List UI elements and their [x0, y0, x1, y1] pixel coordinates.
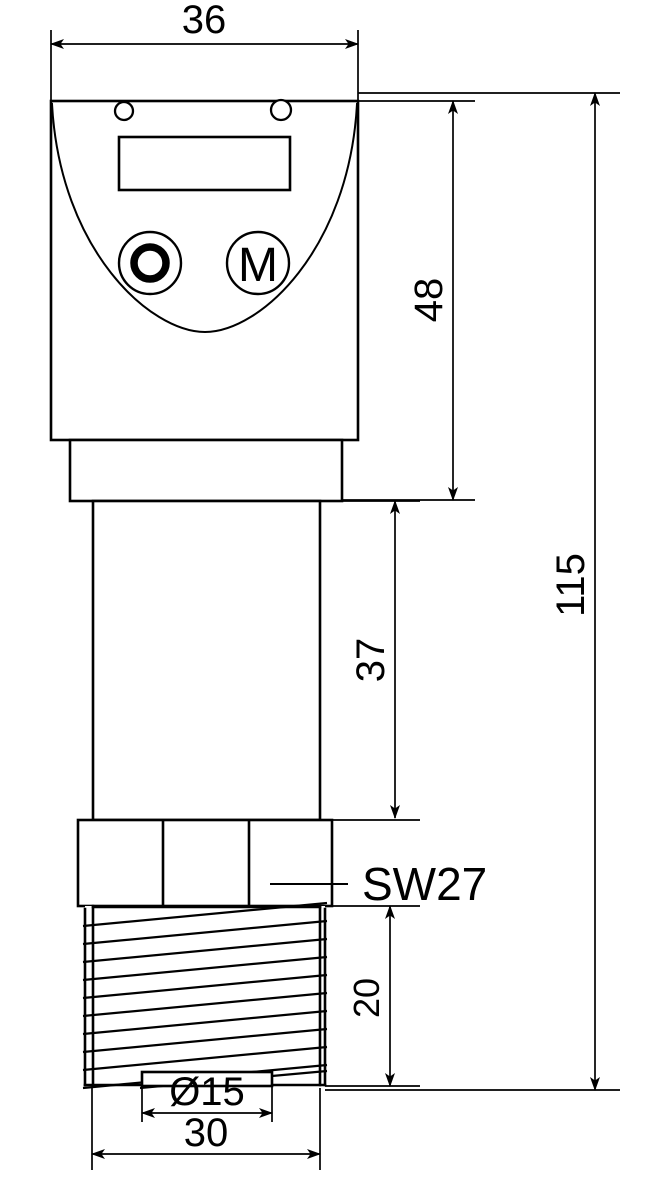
power-button[interactable] — [117, 230, 183, 296]
dimension-label-115: 115 — [549, 553, 593, 617]
annotation-sw27: SW27 — [270, 858, 487, 910]
dimension-bore-diameter: Ø15 — [141, 1070, 273, 1122]
power-button-glyph — [130, 243, 170, 283]
dimension-head-height: 48 — [342, 100, 475, 501]
annotation-label-sw27: SW27 — [362, 858, 487, 910]
threaded-stem — [82, 901, 328, 1090]
dimension-label-30: 30 — [184, 1111, 229, 1155]
mode-button-glyph: M — [238, 239, 278, 292]
dimension-label-37: 37 — [349, 638, 393, 683]
dimension-label-20: 20 — [346, 978, 387, 1018]
mode-button-ring — [225, 230, 291, 296]
bore-opening — [140, 1070, 274, 1088]
dimension-width-top: 36 — [50, 0, 359, 100]
hex-nut — [76, 818, 334, 908]
mounting-hole-left-icon — [113, 100, 135, 122]
display-window — [117, 135, 292, 192]
power-button-ring — [117, 230, 183, 296]
dimension-label-bore: Ø15 — [169, 1070, 245, 1114]
dimension-label-36: 36 — [182, 0, 227, 42]
dimension-thread-width: 30 — [91, 1088, 321, 1170]
dimension-label-48: 48 — [407, 278, 451, 323]
dimension-thread-length: 20 — [325, 905, 420, 1087]
dimension-total-height: 115 — [325, 92, 620, 1091]
thread-body-fill — [85, 906, 325, 1085]
face-panel-arc — [50, 102, 359, 334]
mode-button[interactable]: M — [225, 230, 291, 296]
hex-nut-outline — [76, 818, 334, 908]
dimension-tube-length: 37 — [320, 500, 420, 821]
cylindrical-tube — [91, 499, 322, 822]
collar — [68, 438, 344, 503]
mounting-hole-right-icon — [269, 98, 293, 122]
